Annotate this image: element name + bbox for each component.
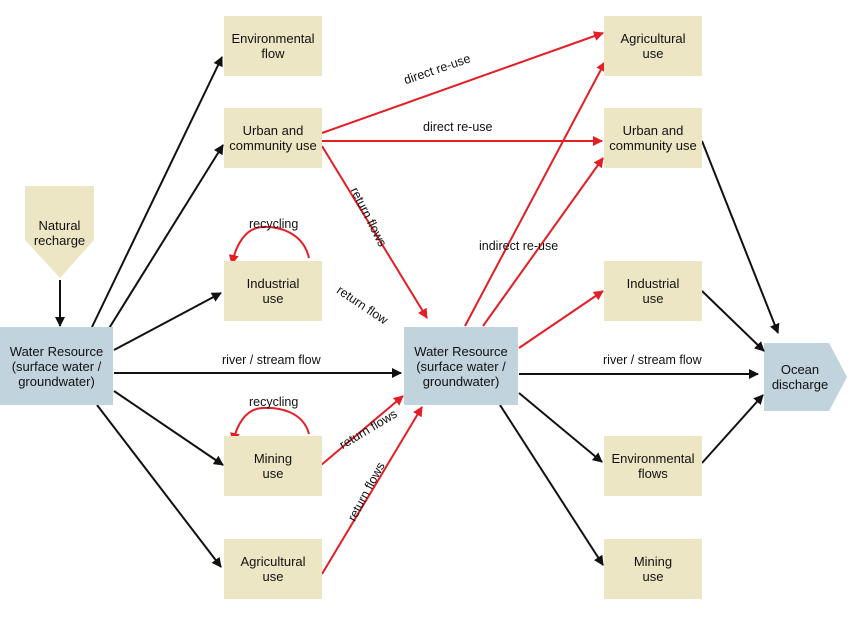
arrow-mining-return-flows [319, 395, 404, 467]
label-recycling-industrial: recycling [249, 217, 299, 231]
arrow-resource-to-urban [107, 144, 224, 331]
arrow-indirect-reuse-agricultural [464, 61, 606, 327]
arrow-industrial-recycling [228, 225, 310, 265]
node-left-urban-use: Urban and community use [224, 108, 322, 168]
ocean-discharge-shape [764, 343, 847, 411]
node-right-industrial-use: Industrial use [604, 261, 702, 321]
node-left-agricultural-use: Agricultural use [224, 539, 322, 599]
label-recycling-mining: recycling [249, 395, 299, 409]
arrow-agricultural-return-flows [321, 406, 423, 575]
arrow-urban-to-ocean [701, 140, 780, 334]
arrow-industrial-to-ocean [701, 290, 765, 352]
water-resource-left: Water Resource (surface water / groundwa… [0, 327, 113, 405]
label-indirect-reuse: indirect re-use [479, 239, 559, 253]
node-left-environmental-flow: Environmental flow [224, 16, 322, 76]
natural-recharge-shape [25, 186, 94, 278]
label-direct-reuse-lower: direct re-use [423, 120, 493, 134]
arrow-center-to-industrial [518, 290, 604, 349]
label-river-stream-right: river / stream flow [603, 353, 702, 367]
arrow-mining-recycling [230, 406, 310, 443]
arrow-environmental-to-ocean [701, 394, 764, 464]
label-river-stream-left: river / stream flow [222, 353, 321, 367]
arrow-urban-return-flows [321, 145, 428, 319]
arrow-center-to-mining [499, 404, 604, 566]
arrow-resource-to-agricultural [96, 404, 222, 568]
arrow-resource-to-industrial [113, 292, 222, 351]
arrow-center-to-environmental [518, 392, 603, 463]
natural-recharge-label: Natural recharge [33, 218, 86, 248]
node-left-industrial-use: Industrial use [224, 261, 322, 321]
node-left-mining-use: Mining use [224, 436, 322, 496]
arrow-resource-to-mining [113, 390, 224, 466]
ocean-discharge-label: Ocean discharge [771, 362, 829, 392]
node-right-mining-use: Mining use [604, 539, 702, 599]
arrow-direct-reuse-agricultural [321, 31, 604, 134]
arrow-indirect-reuse-urban [482, 157, 604, 327]
node-right-agricultural-use: Agricultural use [604, 16, 702, 76]
node-right-environmental-flows: Environmental flows [604, 436, 702, 496]
water-resource-center: Water Resource (surface water / groundwa… [404, 327, 518, 405]
arrow-resource-to-env-flow [91, 56, 223, 328]
node-right-urban-use: Urban and community use [604, 108, 702, 168]
